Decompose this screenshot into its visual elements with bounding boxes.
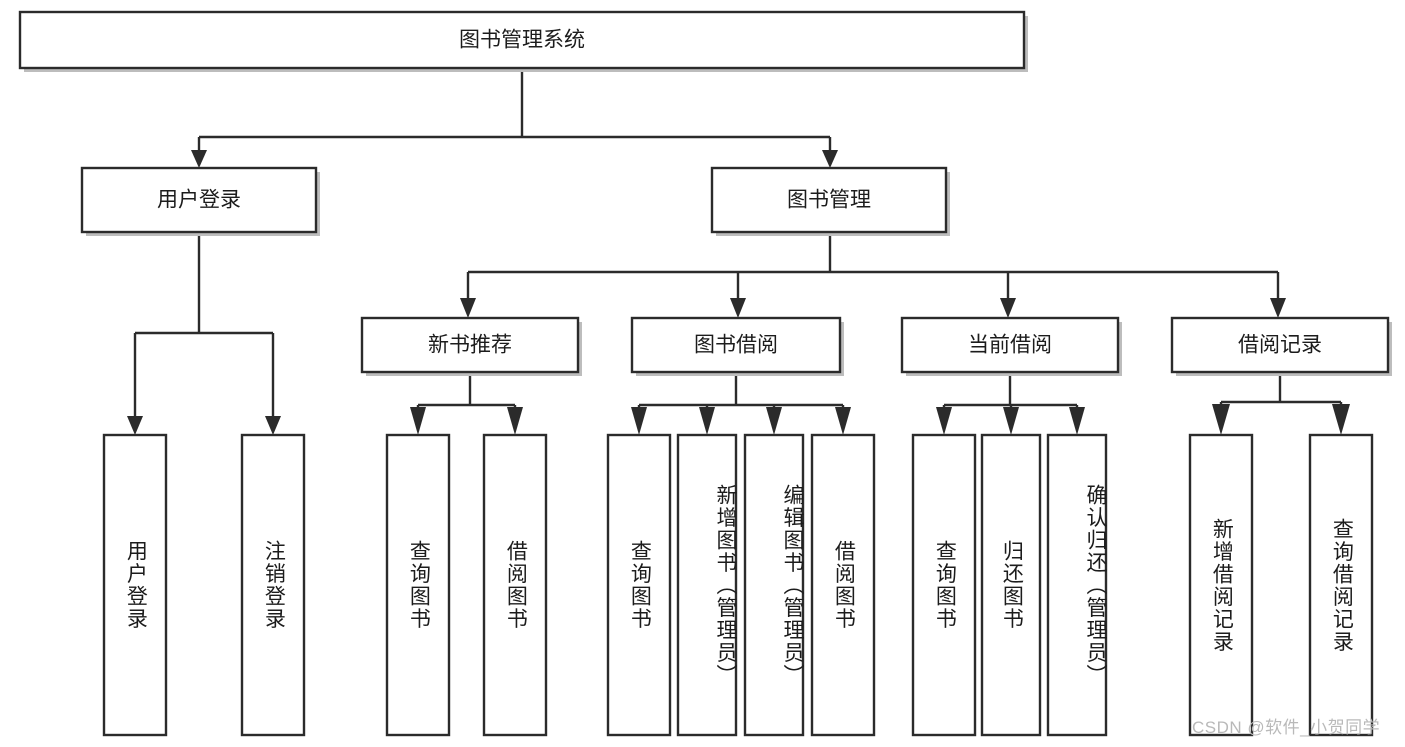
arrow-head-newbooks xyxy=(460,298,476,318)
arrow-head-leaf-return-book xyxy=(1003,407,1019,435)
connector-layer xyxy=(127,68,1350,435)
node-borrow-record-label: 借阅记录 xyxy=(1238,334,1322,357)
node-borrow-books-box xyxy=(630,316,842,374)
node-root-box xyxy=(18,10,1026,70)
node-leaf-query-bb-box[interactable] xyxy=(606,433,672,737)
arrow-head-leaf-query-nb xyxy=(410,407,426,435)
node-user-login[interactable]: 用户登录 xyxy=(80,166,320,236)
csdn-watermark: CSDN @软件_小贺同学 xyxy=(1192,718,1381,737)
node-leaf-user-login-box[interactable] xyxy=(102,433,168,737)
arrow-head-leaf-user-login xyxy=(127,416,143,435)
arrow-head-book-mgmt xyxy=(822,150,838,168)
node-leaf-add-book-box[interactable] xyxy=(676,433,738,737)
node-borrow-books[interactable]: 图书借阅 xyxy=(630,316,844,376)
arrow-head-leaf-query-bb xyxy=(631,407,647,435)
node-user-login-label: 用户登录 xyxy=(157,189,241,212)
arrow-head-leaf-add-book xyxy=(699,407,715,435)
arrow-head-leaf-logout xyxy=(265,416,281,435)
node-new-books-label: 新书推荐 xyxy=(428,334,512,357)
arrow-head-leaf-add-record xyxy=(1212,404,1230,435)
leaf-boxes xyxy=(102,433,1374,737)
node-borrow-books-label: 图书借阅 xyxy=(694,334,778,357)
arrow-head-leaf-query-cb xyxy=(936,407,952,435)
node-leaf-confirm-return-box[interactable] xyxy=(1046,433,1108,737)
node-user-login-box xyxy=(80,166,318,234)
arrow-head-borrowbooks xyxy=(730,298,746,318)
node-current-borrow-box xyxy=(900,316,1120,374)
arrow-head-borrowrecord xyxy=(1270,298,1286,318)
node-leaf-query-cb-box[interactable] xyxy=(911,433,977,737)
node-leaf-logout-box[interactable] xyxy=(240,433,306,737)
node-root[interactable]: 图书管理系统 xyxy=(18,10,1028,72)
arrow-head-currentborrow xyxy=(1000,298,1016,318)
node-layer: 图书管理系统 用户登录 图书管理 新书推荐 xyxy=(18,10,1392,737)
node-borrow-record[interactable]: 借阅记录 xyxy=(1170,316,1392,376)
node-book-mgmt[interactable]: 图书管理 xyxy=(710,166,950,236)
arrow-head-leaf-confirm-return xyxy=(1069,407,1085,435)
node-current-borrow[interactable]: 当前借阅 xyxy=(900,316,1122,376)
node-new-books[interactable]: 新书推荐 xyxy=(360,316,582,376)
node-leaf-edit-book-box[interactable] xyxy=(743,433,805,737)
node-leaf-return-book-box[interactable] xyxy=(980,433,1042,737)
node-book-mgmt-box xyxy=(710,166,948,234)
arrow-head-leaf-edit-book xyxy=(766,407,782,435)
node-leaf-borrow-bb-box[interactable] xyxy=(810,433,876,737)
node-leaf-add-record-box[interactable] xyxy=(1188,433,1254,737)
node-current-borrow-label: 当前借阅 xyxy=(968,334,1052,357)
arrow-head-user-login xyxy=(191,150,207,168)
node-new-books-box xyxy=(360,316,580,374)
node-borrow-record-box xyxy=(1170,316,1390,374)
arrow-head-leaf-query-record xyxy=(1332,404,1350,435)
node-leaf-query-nb-box[interactable] xyxy=(385,433,451,737)
node-book-mgmt-label: 图书管理 xyxy=(787,189,871,212)
arrow-head-leaf-borrow-nb xyxy=(507,407,523,435)
node-leaf-query-record-box[interactable] xyxy=(1308,433,1374,737)
arrow-head-leaf-borrow-bb xyxy=(835,407,851,435)
node-root-label: 图书管理系统 xyxy=(459,29,585,52)
node-leaf-borrow-nb-box[interactable] xyxy=(482,433,548,737)
